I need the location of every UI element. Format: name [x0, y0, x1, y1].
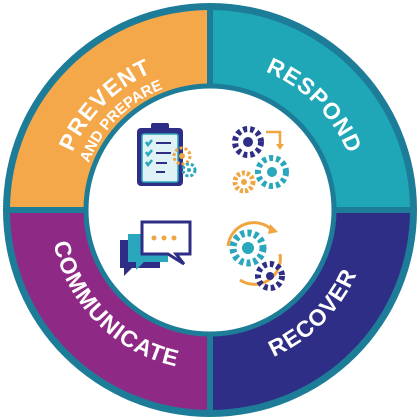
clipboard-checklist-gear-icon: [137, 123, 197, 186]
gears-arrows-icon: [232, 126, 289, 194]
segment-communicate: [10, 210, 210, 410]
segment-dividers: [8, 8, 412, 412]
inner-circle: [83, 83, 337, 337]
gears-cycle-icon: [226, 221, 285, 291]
segment-prevent: [10, 10, 210, 210]
segment-respond: [210, 10, 410, 210]
segment-recover: [210, 210, 410, 410]
chat-bubbles-icon: [120, 220, 192, 276]
